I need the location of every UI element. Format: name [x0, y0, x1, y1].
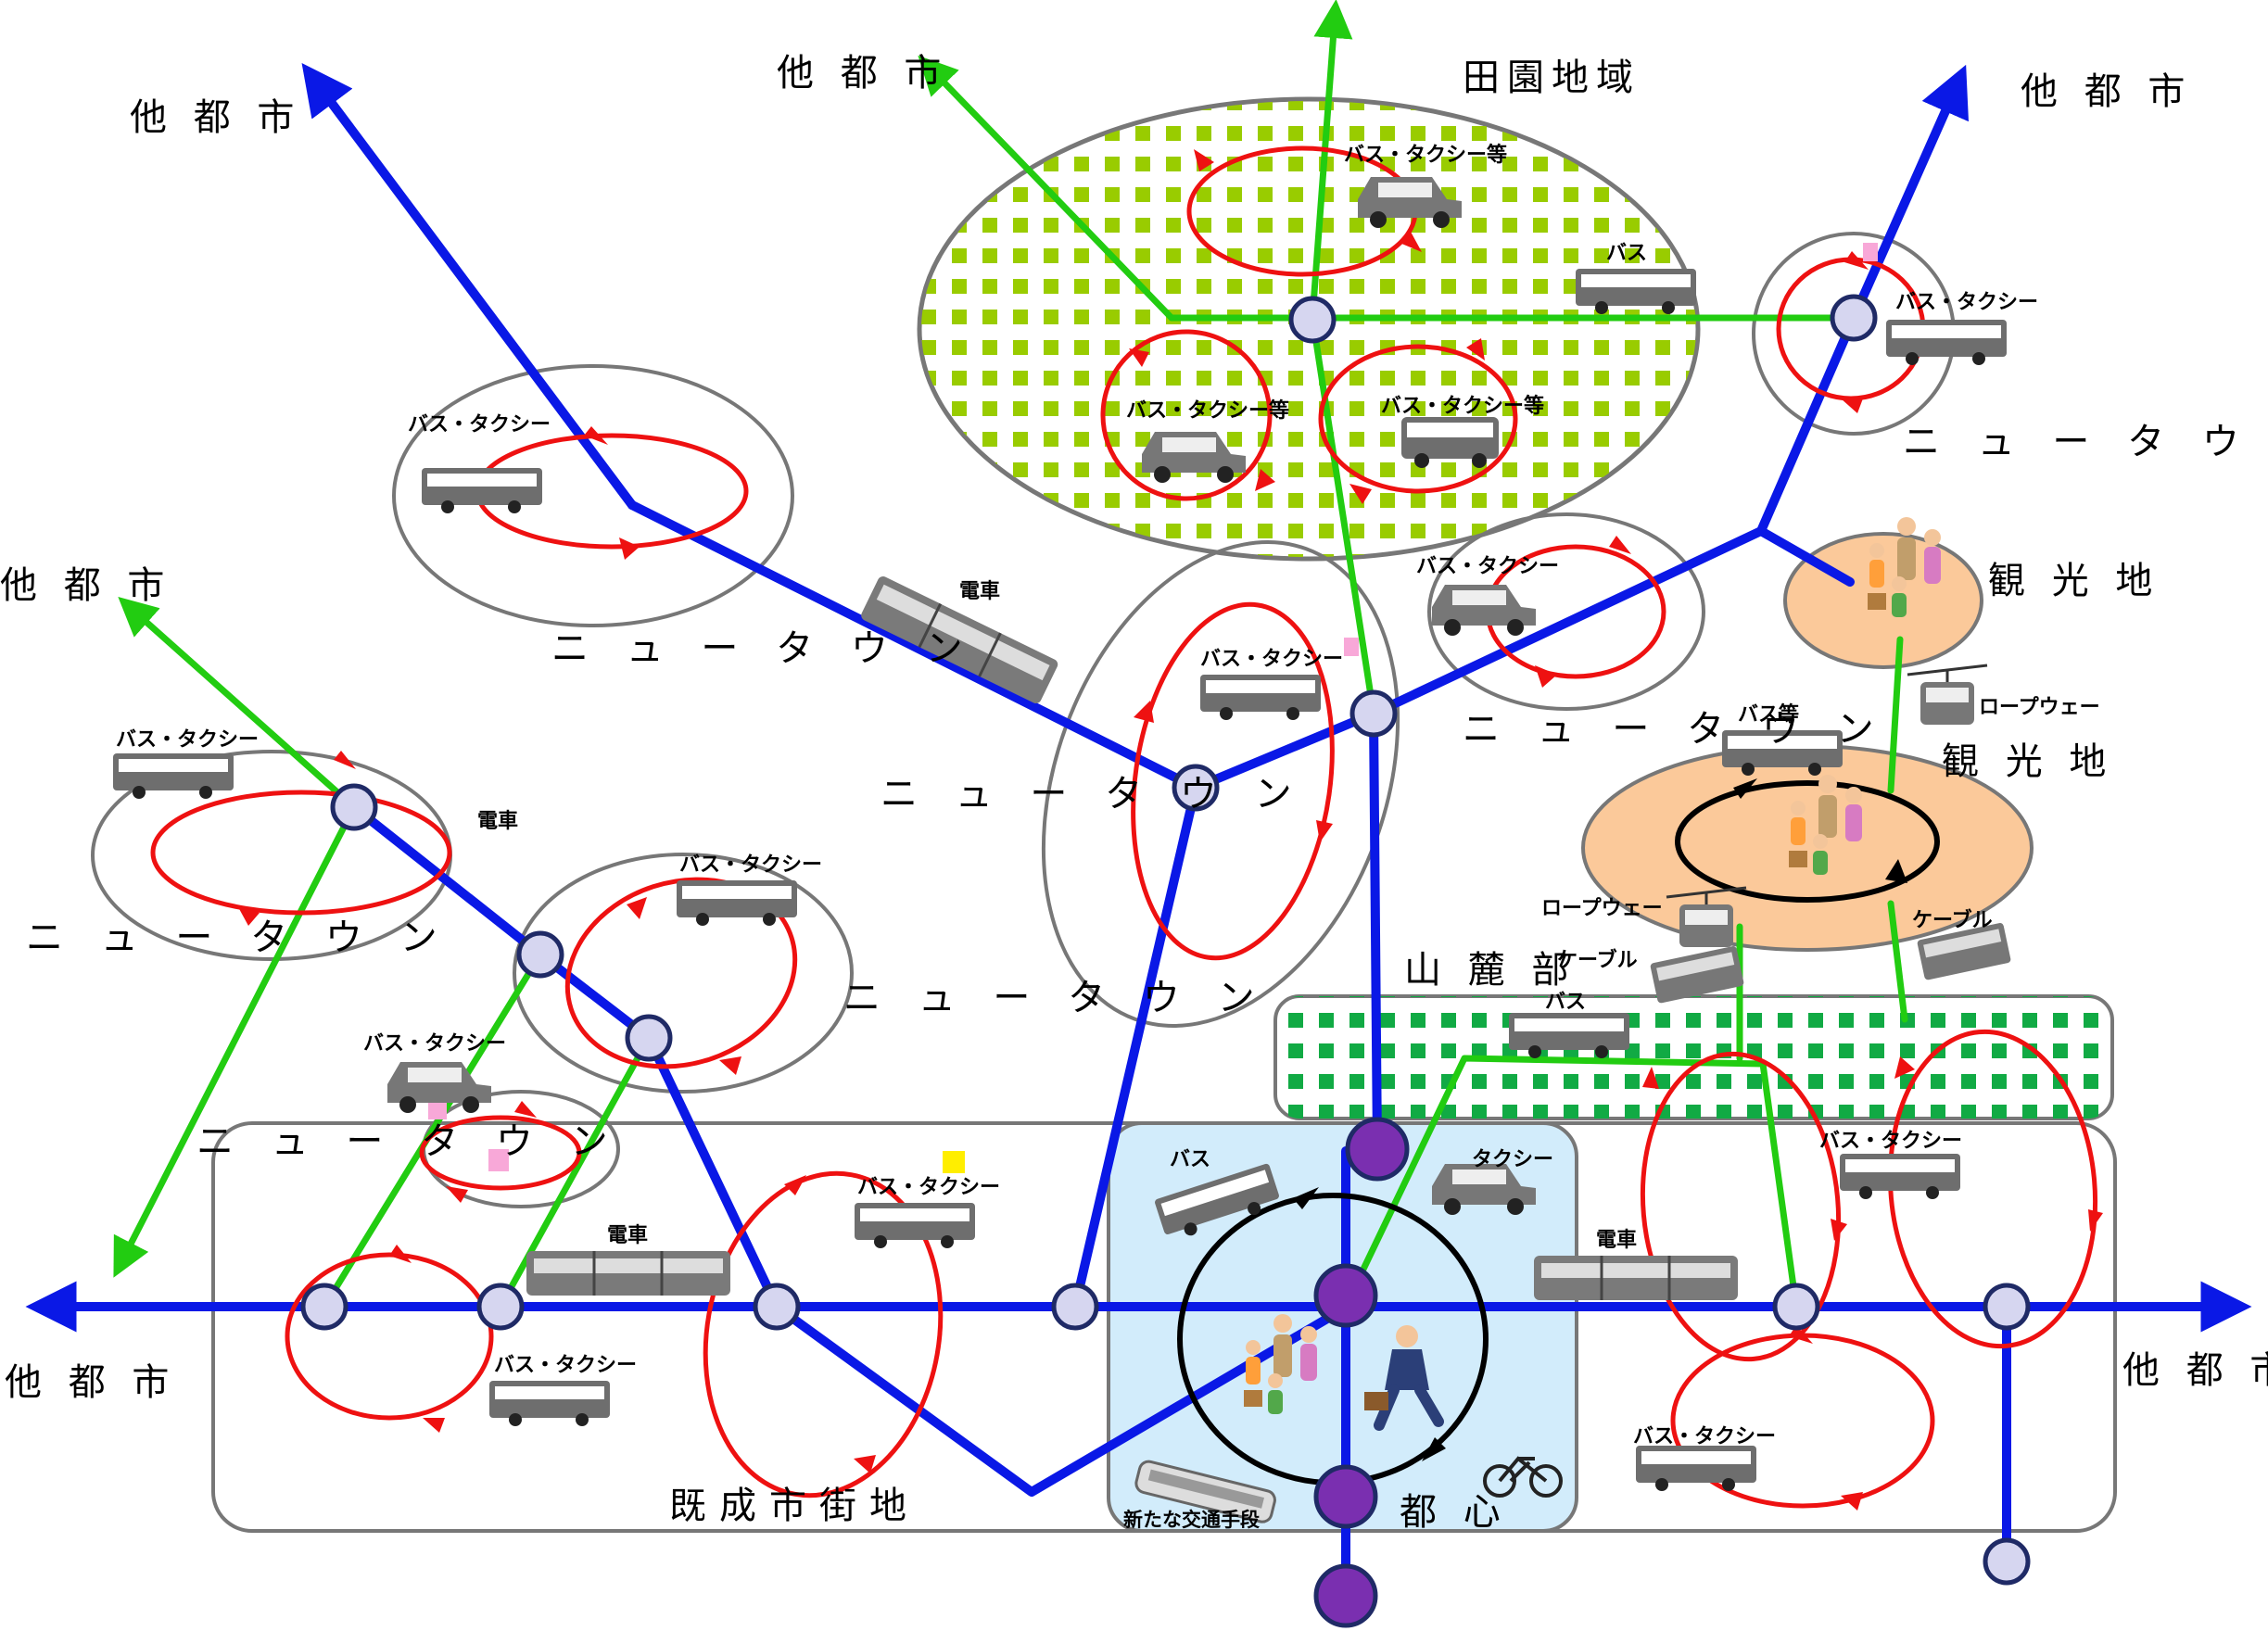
stations: [300, 294, 2031, 1628]
branch-lines: [113, 0, 1908, 1310]
vehicle-label: バス等: [1738, 702, 1799, 727]
taxi-icon: [1358, 177, 1462, 228]
tram-icon: [1134, 1460, 1276, 1524]
vehicle-label: バス・タクシー: [363, 1032, 506, 1056]
people-icon: [1789, 775, 1862, 875]
taxi-icon: [1432, 1164, 1536, 1215]
vehicle-label: バス・タクシー: [1895, 291, 2038, 314]
vehicle-label: ケーブル: [1912, 908, 1993, 932]
new-town-label: ニ ュ ー タ ウ ン: [26, 917, 450, 959]
cable-car-icon: [1917, 922, 2011, 980]
ropeway-icon: [1907, 664, 1988, 725]
ropeway-icon: [1666, 886, 1747, 947]
other-city-label: 他 都 市: [0, 564, 171, 607]
rural-area-label: 田園地域: [1463, 57, 1641, 99]
bus-icon: [113, 753, 234, 799]
bus-icon: [1509, 1013, 1629, 1058]
vehicle-label: バス・タクシー: [408, 413, 551, 436]
other-city-label: 他 都 市: [2021, 70, 2192, 113]
bus-icon: [1886, 320, 2007, 365]
taxi-icon: [1142, 432, 1246, 483]
labels: 他 都 市 他 都 市 他 都 市 他 都 市 他 都 市 他 都 市 田園地域…: [0, 52, 2268, 1534]
vehicle-label: バス・タクシー等: [1126, 398, 1289, 423]
people-icon: [1868, 517, 1941, 617]
vehicle-label: ロープウェー: [1979, 696, 2100, 719]
bus-icon: [1636, 1446, 1756, 1491]
new-town-zone-east: [1427, 512, 1705, 711]
vehicle-label: バス・タクシー: [857, 1176, 1000, 1199]
vehicle-label: 電車: [1596, 1229, 1637, 1252]
new-town-zone-mid: [513, 853, 854, 1094]
other-city-label: 他 都 市: [5, 1361, 176, 1404]
other-city-label: 他 都 市: [130, 96, 301, 139]
center-loop-arrowheads: [1293, 778, 1907, 1461]
vehicle-label: 電車: [959, 580, 1000, 603]
new-transport-label: 新たな交通手段: [1123, 1509, 1260, 1531]
bus-icon: [1401, 417, 1499, 468]
new-town-label: ニ ュ ー タ ウ ン: [1903, 421, 2268, 463]
new-town-zone-north-left: [392, 364, 794, 627]
other-city-label: 他 都 市: [2122, 1349, 2268, 1392]
bus-icon: [1155, 1163, 1279, 1236]
taxi-icon: [387, 1062, 491, 1113]
vehicle-label: バス: [1606, 242, 1647, 265]
vehicle-label: バス・タクシー等: [1344, 143, 1507, 167]
people-icon: [1244, 1314, 1317, 1414]
new-town-label: ニ ュ ー タ ウ ン: [843, 977, 1268, 1019]
vehicle-label: バス・タクシー: [1200, 648, 1343, 671]
bus-icon: [422, 468, 542, 513]
vehicle-label: ロープウェー: [1541, 897, 1663, 920]
bus-icon: [1722, 730, 1843, 776]
new-town-label: ニ ュ ー タ ウ ン: [1463, 708, 1887, 751]
loop-arrowheads: [237, 149, 2103, 1511]
city-center-label: 都 心: [1400, 1491, 1508, 1534]
vehicle-label: バス・タクシー: [1633, 1425, 1776, 1448]
vehicle-label: バス・タクシー: [1819, 1130, 1962, 1153]
bus-icon: [855, 1203, 975, 1248]
bicycle-icon: [1483, 1456, 1563, 1498]
bus-icon: [489, 1381, 610, 1426]
new-town-label: ニ ュ ー タ ウ ン: [881, 773, 1305, 816]
vehicle-label: 電車: [607, 1224, 648, 1247]
new-town-label: ニ ュ ー タ ウ ン: [551, 627, 976, 670]
existing-urban-area-label: 既成市街地: [669, 1485, 919, 1527]
vehicle-label: タクシー: [1472, 1148, 1553, 1171]
vehicle-label: 電車: [477, 810, 518, 833]
cable-car-icon: [1650, 945, 1744, 1004]
vehicle-label: バス: [1545, 991, 1586, 1014]
small-markers: [428, 243, 1878, 1173]
tourist-spot-label: 観 光 地: [1988, 560, 2160, 602]
vehicle-label: バス: [1170, 1148, 1210, 1171]
vehicle-label: バス・タクシー: [116, 728, 259, 752]
bus-icon: [1840, 1154, 1960, 1199]
bus-icon: [677, 880, 797, 926]
other-city-label: 他 都 市: [777, 52, 948, 95]
foothills-label: 山 麓 部: [1404, 949, 1576, 992]
vehicle-label: バス・タクシー: [679, 853, 822, 877]
train-icon: [1534, 1256, 1738, 1300]
train-icon: [861, 576, 1058, 703]
vehicle-label: ケーブル: [1557, 948, 1638, 972]
new-town-label: ニ ュ ー タ ウ ン: [196, 1120, 621, 1163]
train-icon: [526, 1251, 730, 1296]
tourist-spot-label: 観 光 地: [1942, 740, 2113, 783]
circulation-loops: [150, 145, 2098, 1509]
vehicle-label: バス・タクシー: [494, 1354, 637, 1377]
bus-icon: [1576, 269, 1696, 314]
vehicle-label: バス・タクシー等: [1381, 394, 1544, 418]
vehicle-icons: [113, 177, 2011, 1524]
businessman-icon: [1364, 1325, 1444, 1431]
taxi-icon: [1432, 585, 1536, 636]
bus-icon: [1200, 675, 1321, 720]
vehicle-label: バス・タクシー: [1416, 555, 1559, 578]
